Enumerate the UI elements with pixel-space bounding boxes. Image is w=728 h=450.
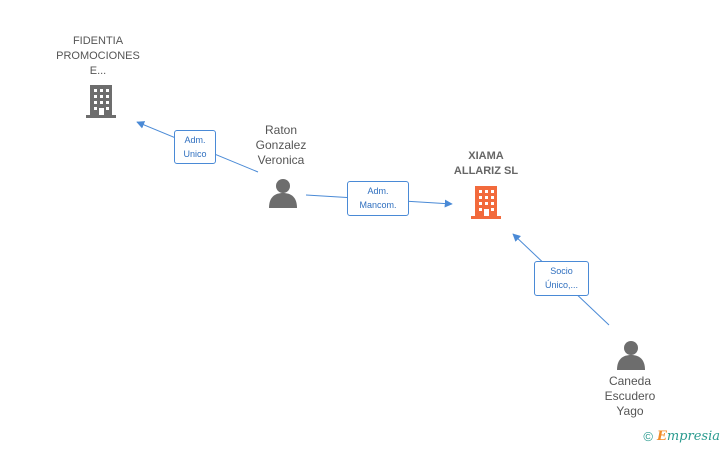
building-icon[interactable] <box>86 85 116 118</box>
edge-label-socio-unico[interactable]: Socio Único,... <box>534 261 589 296</box>
node-label-xiama[interactable]: XIAMA ALLARIZ SL <box>453 150 519 177</box>
edge-label-adm-mancom[interactable]: Adm. Mancom. <box>347 181 409 216</box>
node-label-raton[interactable]: Raton Gonzalez Veronica <box>255 123 307 167</box>
node-label-fidentia[interactable]: FIDENTIA PROMOCIONES E... <box>56 35 140 77</box>
edge-label-adm-unico[interactable]: Adm. Unico <box>174 130 216 164</box>
copyright-symbol: © <box>643 428 653 444</box>
building-icon[interactable] <box>471 186 501 219</box>
person-icon[interactable] <box>269 179 297 208</box>
node-label-caneda[interactable]: Caneda Escudero Yago <box>604 374 656 418</box>
empresia-logo: Empresia <box>656 429 720 444</box>
person-icon[interactable] <box>617 341 645 370</box>
empresia-watermark: © Empresia <box>643 428 720 445</box>
